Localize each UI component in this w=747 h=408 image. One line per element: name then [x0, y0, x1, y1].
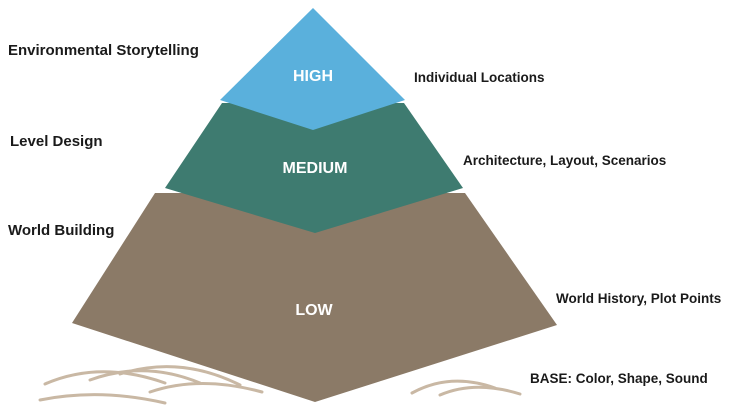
- base-hills-right: [410, 379, 522, 397]
- hill-arc: [43, 370, 167, 386]
- base-hills-left: [38, 365, 264, 405]
- tier-medium-label: MEDIUM: [282, 160, 348, 177]
- tier-low-shape: [72, 193, 557, 402]
- hill-arc: [118, 365, 242, 387]
- left-label-high: Environmental Storytelling: [8, 42, 199, 59]
- hill-arc: [410, 379, 497, 395]
- tier-medium-shape: [165, 103, 463, 233]
- left-label-low: World Building: [8, 222, 115, 239]
- base-label: BASE: Color, Shape, Sound: [530, 371, 708, 386]
- tier-high-label: HIGH: [293, 68, 333, 85]
- hill-arc: [38, 393, 167, 405]
- right-label-low: World History, Plot Points: [556, 291, 722, 306]
- right-label-medium: Architecture, Layout, Scenarios: [463, 153, 667, 168]
- left-label-medium: Level Design: [10, 133, 103, 150]
- right-label-high: Individual Locations: [414, 70, 545, 85]
- hill-arc: [438, 385, 522, 397]
- hill-arc: [148, 382, 264, 394]
- tier-low-label: LOW: [295, 302, 333, 319]
- hill-arc: [88, 369, 202, 385]
- tier-high-shape: [220, 8, 405, 130]
